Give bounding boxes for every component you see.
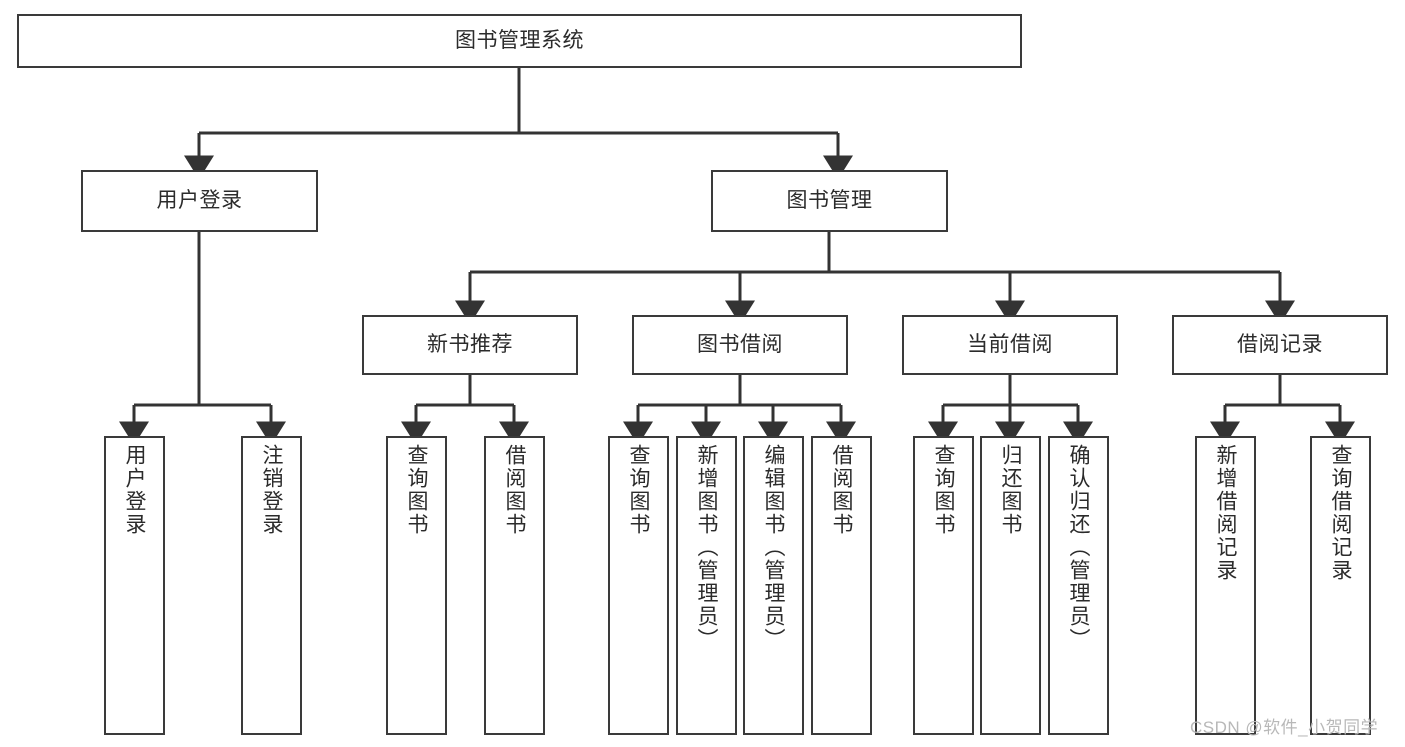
leaf-user-login-login[interactable]: 用户登录 [104, 436, 165, 735]
leaf-new-book-query[interactable]: 查询图书 [386, 436, 447, 735]
node-label: 注销登录 [260, 444, 283, 536]
node-label: 查询图书 [627, 444, 650, 536]
node-current-borrow[interactable]: 当前借阅 [902, 315, 1118, 375]
node-label: 用户登录 [156, 188, 243, 212]
node-borrow-record[interactable]: 借阅记录 [1172, 315, 1388, 375]
node-label: 确认归还（管理员） [1067, 444, 1090, 651]
node-label: 图书管理系统 [455, 28, 584, 52]
node-label: 用户登录 [123, 444, 146, 536]
node-label: 图书借阅 [697, 332, 783, 356]
leaf-current-borrow-return[interactable]: 归还图书 [980, 436, 1041, 735]
node-label: 当前借阅 [967, 332, 1053, 356]
node-label: 图书管理 [786, 188, 873, 212]
node-label: 查询图书 [932, 444, 955, 536]
leaf-current-borrow-query[interactable]: 查询图书 [913, 436, 974, 735]
node-label: 查询图书 [405, 444, 428, 536]
node-label: 编辑图书（管理员） [762, 444, 785, 651]
leaf-book-borrow-add[interactable]: 新增图书（管理员） [676, 436, 737, 735]
leaf-book-borrow-query[interactable]: 查询图书 [608, 436, 669, 735]
node-book-borrow[interactable]: 图书借阅 [632, 315, 848, 375]
node-label: 借阅图书 [503, 444, 526, 536]
leaf-borrow-record-query[interactable]: 查询借阅记录 [1310, 436, 1371, 735]
node-label: 借阅图书 [830, 444, 853, 536]
node-label: 借阅记录 [1237, 332, 1323, 356]
node-label: 查询借阅记录 [1329, 444, 1352, 582]
node-label: 新增借阅记录 [1214, 444, 1237, 582]
leaf-book-borrow-edit[interactable]: 编辑图书（管理员） [743, 436, 804, 735]
leaf-current-borrow-confirm-return[interactable]: 确认归还（管理员） [1048, 436, 1109, 735]
leaf-book-borrow-borrow[interactable]: 借阅图书 [811, 436, 872, 735]
leaf-borrow-record-add[interactable]: 新增借阅记录 [1195, 436, 1256, 735]
leaf-user-login-logout[interactable]: 注销登录 [241, 436, 302, 735]
node-book-management[interactable]: 图书管理 [711, 170, 948, 232]
node-label: 新增图书（管理员） [695, 444, 718, 651]
node-label: 归还图书 [999, 444, 1022, 536]
node-new-book-recommend[interactable]: 新书推荐 [362, 315, 578, 375]
node-user-login[interactable]: 用户登录 [81, 170, 318, 232]
node-label: 新书推荐 [427, 332, 513, 356]
node-root-system[interactable]: 图书管理系统 [17, 14, 1022, 68]
leaf-new-book-borrow[interactable]: 借阅图书 [484, 436, 545, 735]
